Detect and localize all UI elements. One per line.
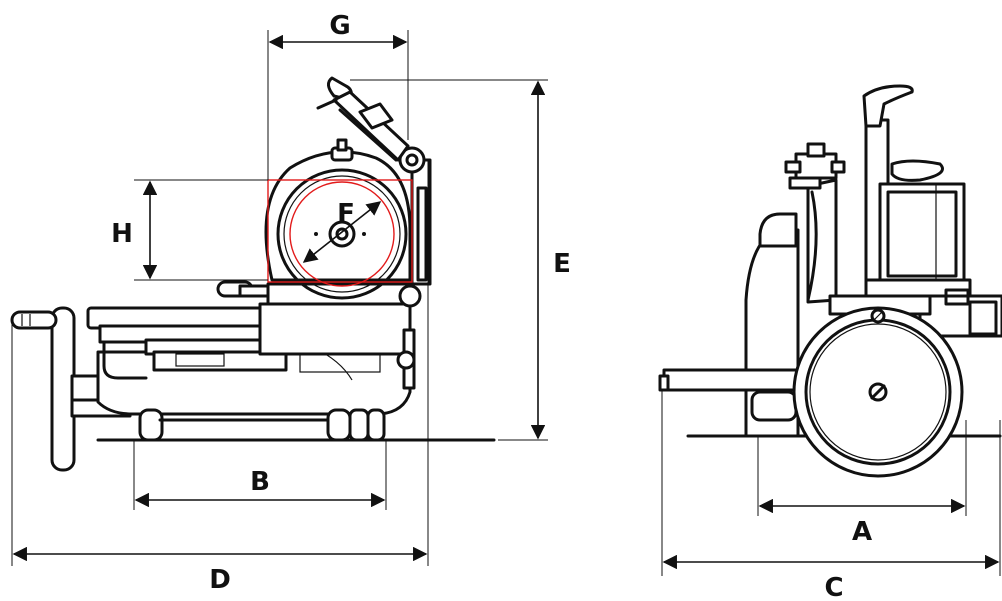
- dimension-f-arrow: [302, 201, 382, 263]
- dimension-label-e: E: [553, 249, 571, 279]
- dimension-label-a: A: [852, 517, 872, 547]
- dimension-label-c: C: [824, 573, 843, 601]
- dimension-label-h: H: [111, 219, 133, 249]
- dimension-labels: G H E F B D A C: [111, 11, 872, 601]
- side-view-drawing: [10, 76, 496, 472]
- blade-highlight-circle: [289, 181, 395, 287]
- dimension-lines: [11, 30, 1001, 576]
- dimension-label-f: F: [337, 199, 355, 229]
- dimension-label-d: D: [209, 565, 231, 595]
- dimension-label-g: G: [329, 11, 350, 41]
- front-view-drawing: [658, 84, 1002, 478]
- dimension-label-b: B: [250, 467, 270, 497]
- blade-highlight-box: [267, 179, 413, 283]
